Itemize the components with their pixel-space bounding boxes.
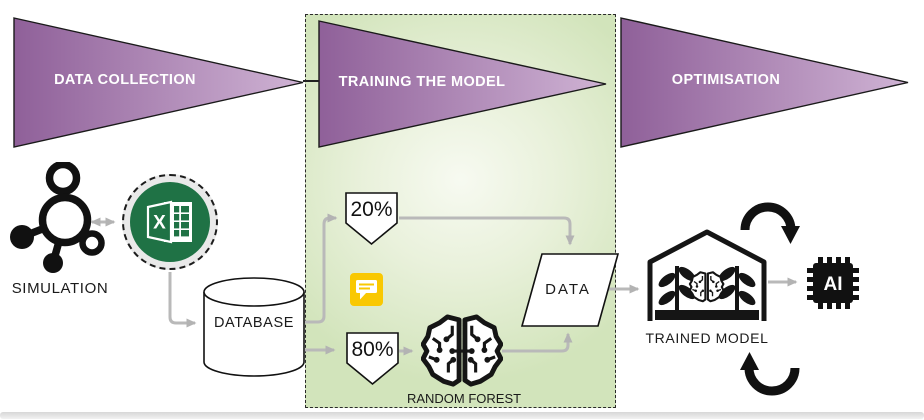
- greenhouse-trained-model-icon: [647, 229, 767, 321]
- comment-icon: [350, 273, 383, 306]
- trained-model-label: TRAINED MODEL: [645, 330, 769, 346]
- banner-connector-line: [303, 80, 319, 82]
- database-cylinder-icon: [203, 277, 305, 377]
- banner-label-optimisation: OPTIMISATION: [671, 72, 781, 88]
- banner-triangle-data-collection: [13, 17, 304, 148]
- ai-chip-label: AI: [824, 274, 843, 295]
- random-forest-brain-icon: [421, 314, 503, 390]
- simulation-molecule-icon: [10, 162, 105, 273]
- greenhouse-brain-icon: [688, 271, 725, 303]
- test-split-shield: [345, 192, 398, 246]
- loop-arrow-top-icon: [740, 202, 800, 244]
- data-label: DATA: [545, 281, 591, 298]
- excel-logo: X: [146, 200, 192, 244]
- simulation-label: SIMULATION: [11, 280, 109, 297]
- train-split-label: 80%: [351, 338, 394, 361]
- test-split-label: 20%: [350, 198, 393, 221]
- data-parallelogram: [520, 253, 620, 327]
- train-split-shield: [346, 332, 399, 386]
- ai-chip-icon: AI: [807, 257, 859, 309]
- banner-label-training: TRAINING THE MODEL: [338, 74, 506, 90]
- database-label: DATABASE: [213, 315, 294, 331]
- svg-text:X: X: [153, 213, 166, 234]
- banner-triangle-training: [318, 20, 607, 148]
- excel-icon-circle: X: [130, 182, 210, 262]
- random-forest-label: RANDOM FOREST: [406, 391, 522, 406]
- excel-icon: X: [122, 174, 218, 270]
- slide-edge-strip: [0, 412, 924, 419]
- banner-label-data-collection: DATA COLLECTION: [54, 72, 196, 88]
- loop-arrow-bottom-icon: [740, 352, 800, 396]
- banner-triangle-optimisation: [620, 17, 909, 148]
